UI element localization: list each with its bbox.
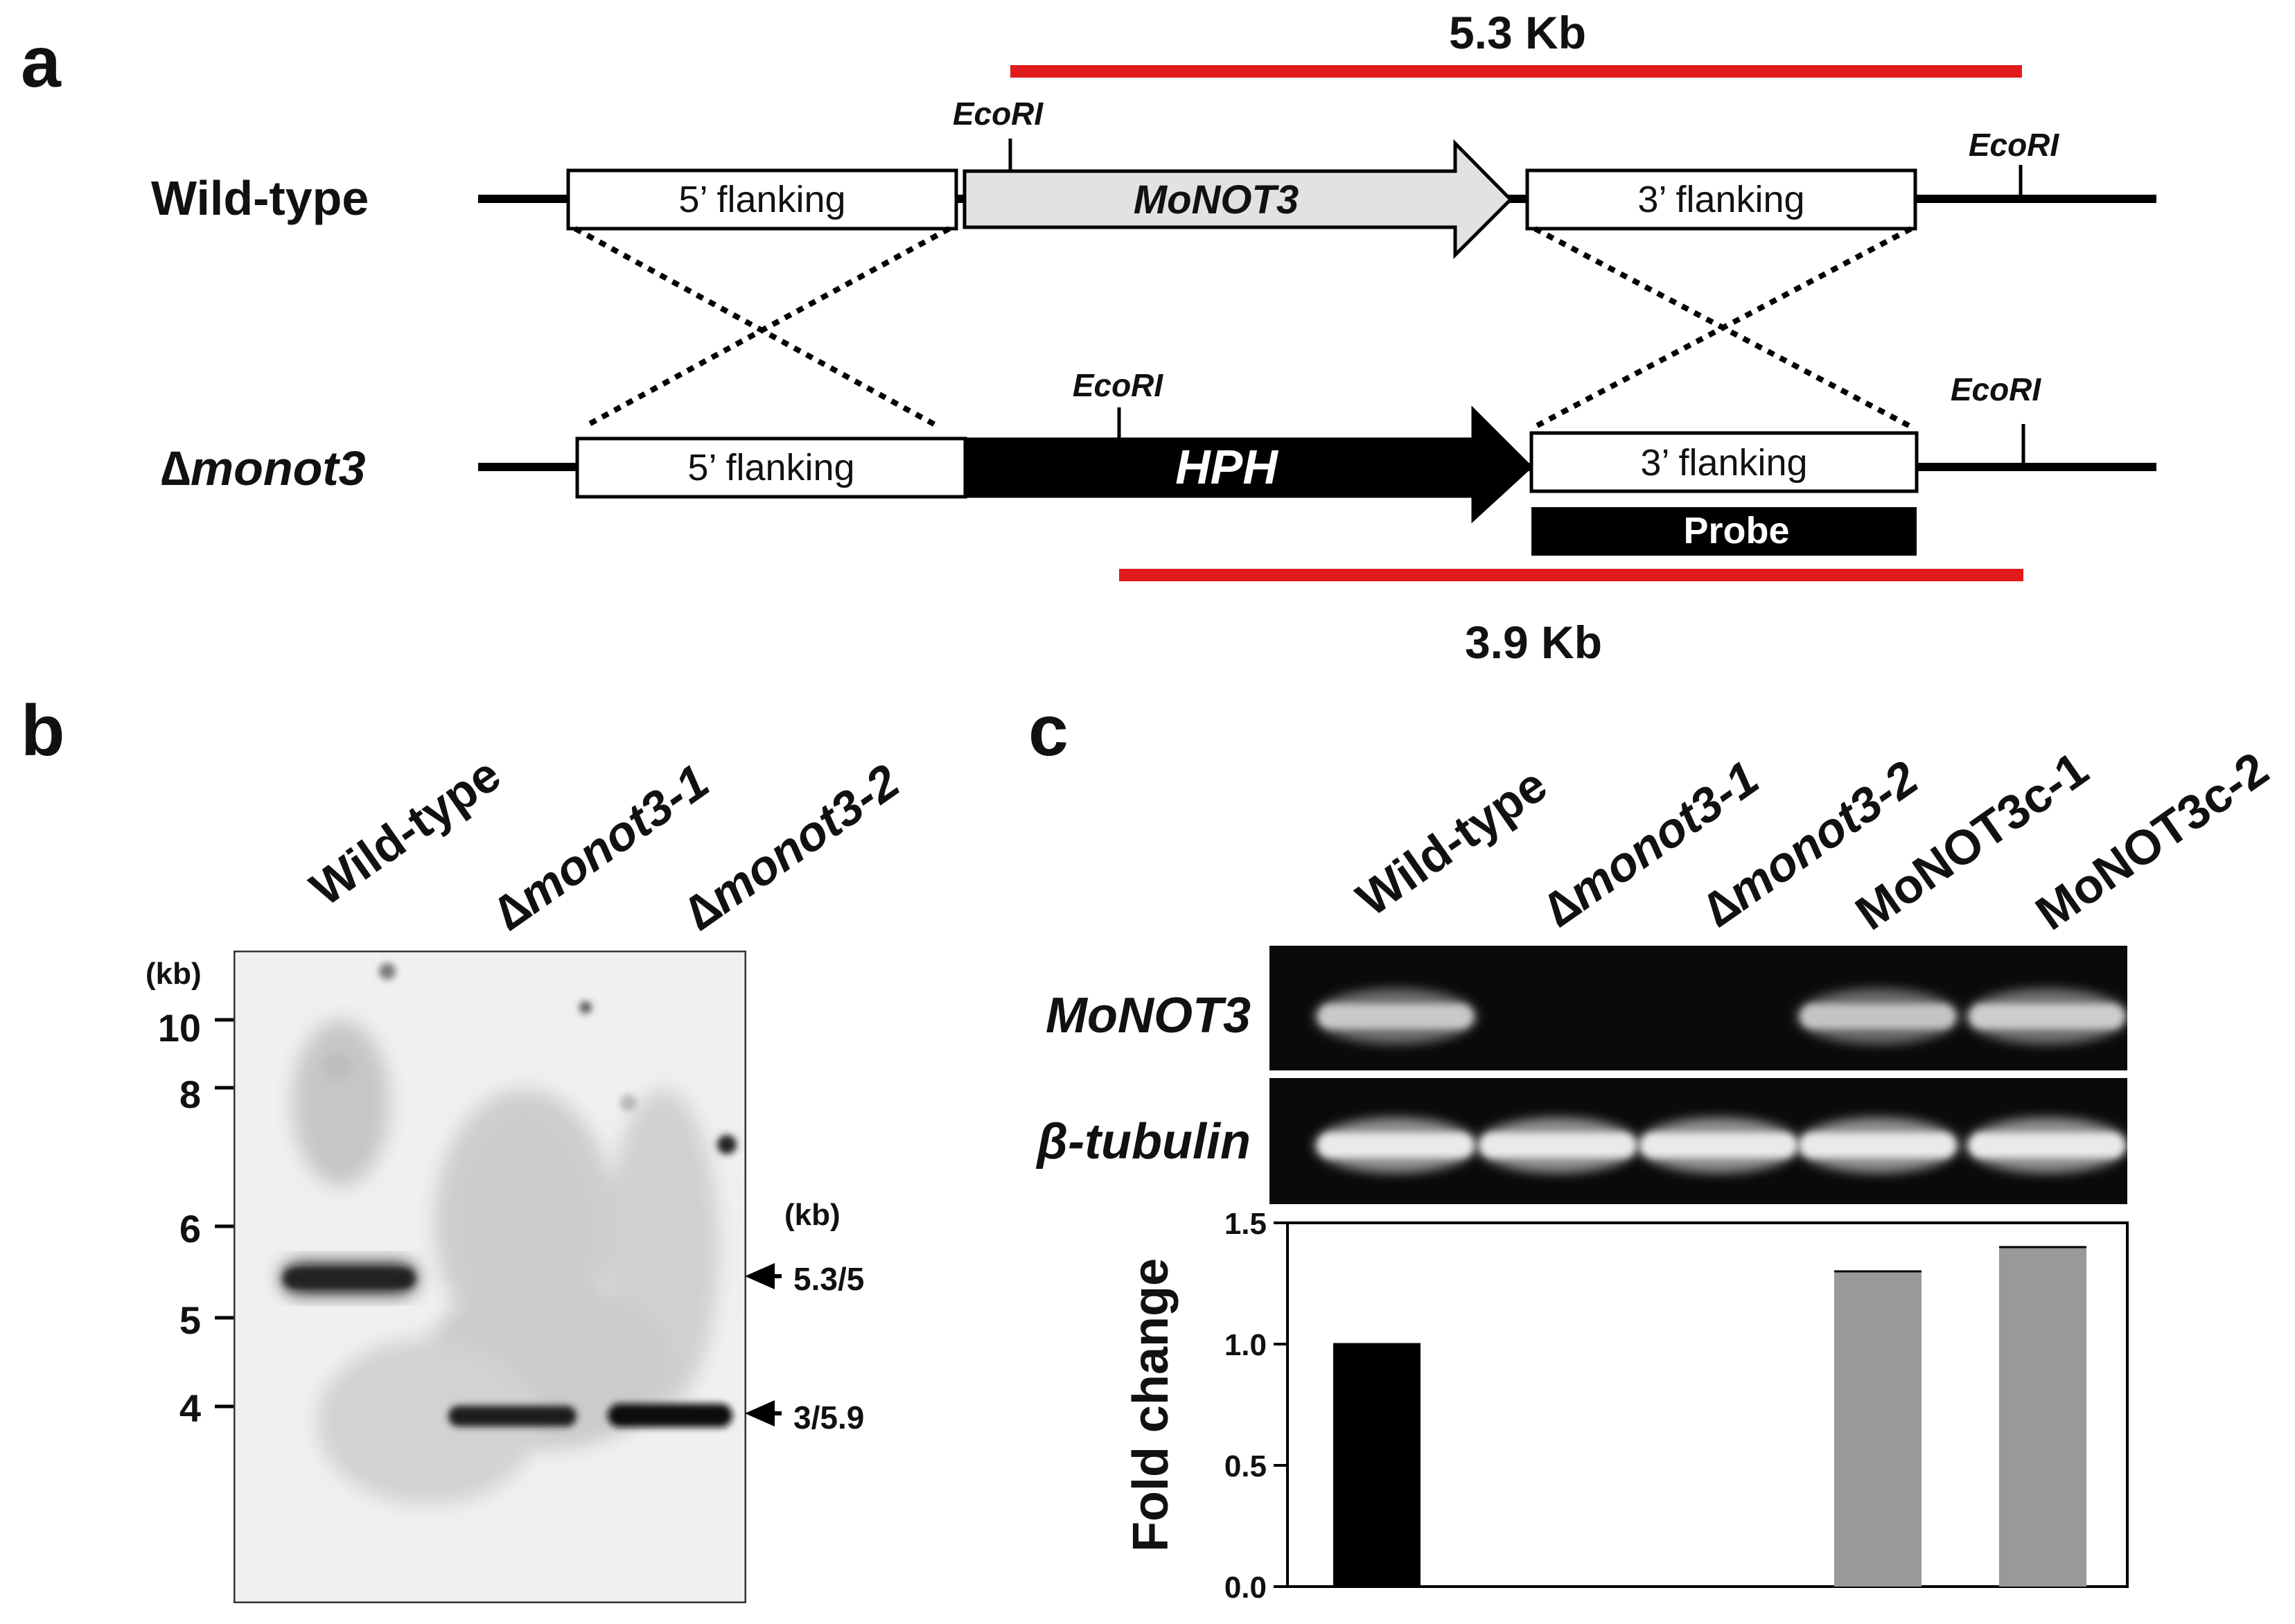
panel-a: a 5.3 Kb Wild-type 5’ flanking MoNOT3 3’… (21, 7, 2156, 668)
mutant-fragment-bar (1119, 569, 2023, 581)
beta-tubulin-band-1 (1318, 1133, 1473, 1158)
mut-3-flanking-box (1529, 431, 1919, 493)
band-monot3-1-3kb (448, 1406, 577, 1427)
mut-ecori-label-1: EcoRI (1073, 367, 1164, 403)
monot3-gene-label: MoNOT3 (1134, 177, 1299, 222)
ladder-label-8: 8 (179, 1073, 201, 1116)
chart-ylabel: Fold change (1123, 1258, 1179, 1552)
ladder-label-5: 5 (179, 1298, 201, 1342)
blot-specks (324, 963, 737, 1154)
mutant-fragment-size: 3.9 Kb (1465, 617, 1602, 668)
beta-tubulin-band-4 (1800, 1133, 1955, 1158)
crossover-lines (574, 226, 1912, 430)
band-arrow-lower (745, 1400, 775, 1427)
band-arrow-upper (745, 1263, 775, 1289)
ladder-ticks (215, 1018, 234, 1409)
y-tick-label-3: 1.5 (1224, 1207, 1267, 1241)
panel-c: c Wild-type ∆monot3-1 ∆monot3-2 MoNOT3c-… (1028, 691, 2278, 1605)
y-tick-label-1: 0.5 (1224, 1449, 1267, 1483)
band-label-upper: 5.3/5 (793, 1261, 864, 1297)
hph-marker-arrow (964, 405, 1533, 524)
fold-change-chart: Fold change 0.0 0.5 1.0 1.5 (1123, 1207, 2129, 1605)
gel-lane-label-wild-type: Wild-type (1347, 757, 1556, 926)
southern-blot (234, 951, 746, 1603)
wt-fragment-bar (1010, 65, 2022, 78)
wt-ecori-label-2: EcoRI (1969, 127, 2060, 163)
mut-ecori-label-2: EcoRI (1951, 371, 2042, 407)
ladder-unit-label: (kb) (146, 957, 202, 991)
bar-4 (1834, 1271, 1922, 1587)
chart-frame (1286, 1221, 2129, 1588)
panel-a-label: a (21, 22, 62, 103)
mut-5-flanking-label: 5’ flanking (687, 447, 854, 488)
y-tick-label-2: 1.0 (1224, 1328, 1267, 1362)
monot3-band-5 (1969, 1004, 2125, 1029)
wt-3-flanking-label: 3’ flanking (1637, 179, 1804, 220)
chart-y-ticks: 0.0 0.5 1.0 1.5 (1224, 1207, 1287, 1605)
chart-bars (1333, 1246, 2086, 1587)
wild-type-label: Wild-type (151, 171, 369, 225)
band-wild-type-5kb-core (283, 1268, 415, 1289)
beta-tubulin-band-2 (1480, 1133, 1635, 1158)
mut-3-flanking-label: 3’ flanking (1640, 442, 1807, 484)
gel-row-label-beta-tubulin: β-tubulin (1035, 1114, 1251, 1170)
gel-monot3-bands (1314, 989, 2129, 1044)
gel-row-label-monot3: MoNOT3 (1046, 988, 1251, 1043)
probe-bar (1531, 507, 1917, 556)
band-monot3-2-3kb (608, 1404, 732, 1427)
beta-tubulin-band-3 (1641, 1133, 1796, 1158)
panel-c-label: c (1028, 691, 1069, 771)
wt-fragment-size: 5.3 Kb (1449, 7, 1586, 58)
monot3-band-4 (1800, 1004, 1955, 1029)
monot3-band-1 (1318, 1004, 1473, 1029)
y-tick-label-0: 0.0 (1224, 1571, 1267, 1605)
wt-ecori-label-1: EcoRI (953, 96, 1044, 132)
mutant-label: ∆monot3 (161, 441, 366, 495)
bar-5 (1999, 1247, 2086, 1587)
ladder-label-6: 6 (179, 1207, 201, 1251)
band-unit-label: (kb) (784, 1198, 841, 1232)
gel-beta-tubulin-bands (1314, 1118, 2129, 1173)
blot-lane-label-monot3-2: ∆monot3-2 (675, 754, 909, 940)
blot-lane-label-monot3-1: ∆monot3-1 (484, 754, 719, 940)
probe-label: Probe (1683, 510, 1789, 551)
blot-bands (283, 1264, 732, 1427)
ladder-label-10: 10 (158, 1006, 201, 1050)
beta-tubulin-band-5 (1969, 1133, 2125, 1158)
blot-smears (292, 1020, 719, 1505)
ladder-label-4: 4 (179, 1386, 201, 1430)
wt-5-flanking-box (566, 168, 958, 231)
hph-marker-label: HPH (1175, 440, 1278, 494)
blot-lane-label-wild-type: Wild-type (301, 747, 510, 916)
monot3-gene-arrow (962, 139, 1513, 260)
panel-b-label: b (21, 691, 65, 771)
bar-1 (1333, 1344, 1421, 1587)
wt-5-flanking-label: 5’ flanking (678, 179, 845, 220)
wt-3-flanking-box (1525, 168, 1917, 231)
panel-b: b Wild-type ∆monot3-1 ∆monot3-2 (21, 691, 909, 1603)
band-label-lower: 3/5.9 (793, 1400, 864, 1436)
